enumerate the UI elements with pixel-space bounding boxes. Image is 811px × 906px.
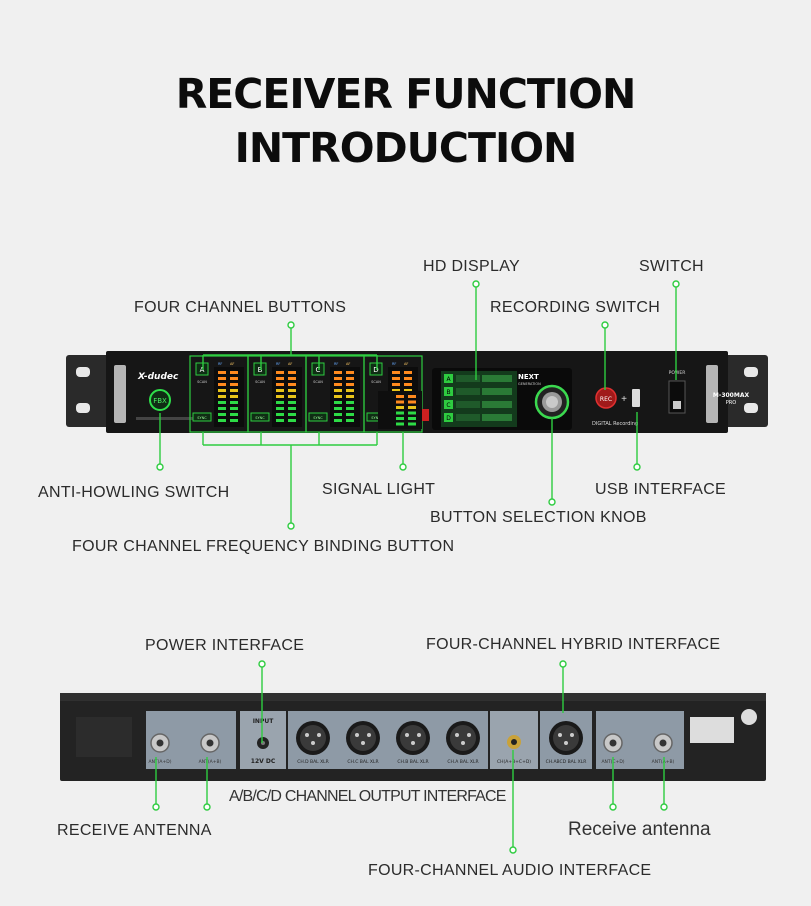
receiver-rear-panel: ANT(A+D) ANT(A+B) INPUT 12V DC CH.D BAL … xyxy=(60,693,766,781)
svg-text:INPUT: INPUT xyxy=(253,718,275,725)
label-switch: SWITCH xyxy=(639,258,704,275)
svg-text:AF: AF xyxy=(404,362,408,366)
small-indicator xyxy=(422,409,429,421)
generation-label: GENERATION xyxy=(518,382,541,386)
label-hd-display: HD DISPLAY xyxy=(423,258,520,275)
rec-button xyxy=(595,387,617,409)
channel-button-d xyxy=(369,362,383,376)
svg-text:SYNC: SYNC xyxy=(371,416,381,420)
label-signal-light: SIGNAL LIGHT xyxy=(322,481,436,498)
svg-text:SYNC: SYNC xyxy=(313,416,323,420)
svg-text:SCAN: SCAN xyxy=(255,380,265,384)
page-title-line1: RECEIVER FUNCTION xyxy=(175,70,637,118)
svg-text:CH.A BAL XLR: CH.A BAL XLR xyxy=(447,759,478,765)
model-sub-label: PRO xyxy=(726,400,736,406)
receiver-front-panel: X-dudec FBX A SCAN SYNC B SCAN SYNC C SCAN SYNC D… xyxy=(66,351,768,433)
left-handle xyxy=(114,365,126,423)
svg-text:RF: RF xyxy=(392,362,396,366)
svg-text:B: B xyxy=(446,389,450,396)
label-output-interface: A/B/C/D CHANNEL OUTPUT INTERFACE xyxy=(229,788,506,805)
right-handle xyxy=(706,365,718,423)
svg-text:ANT(A+B): ANT(A+B) xyxy=(652,759,675,765)
svg-text:CH.ABCD BAL XLR: CH.ABCD BAL XLR xyxy=(546,759,587,765)
caution-label xyxy=(690,717,734,743)
channel-button-b xyxy=(253,362,267,376)
svg-text:C: C xyxy=(446,402,450,409)
svg-text:A: A xyxy=(446,376,451,383)
label-power-interface: POWER INTERFACE xyxy=(145,637,305,654)
label-receive-antenna-right: Receive antenna xyxy=(568,819,711,840)
usb-port xyxy=(632,389,640,407)
svg-text:C: C xyxy=(316,366,321,374)
page-title-line2: INTRODUCTION xyxy=(234,124,578,172)
sync-button-c xyxy=(308,412,328,422)
svg-text:+: + xyxy=(621,394,627,405)
svg-text:D: D xyxy=(446,415,451,422)
next-logo: NEXT xyxy=(518,373,539,381)
svg-text:12V DC: 12V DC xyxy=(251,758,276,765)
channel-button-a xyxy=(195,362,209,376)
svg-text:SCAN: SCAN xyxy=(313,380,323,384)
svg-text:SCAN: SCAN xyxy=(197,380,207,384)
svg-text:RF: RF xyxy=(334,362,338,366)
svg-text:AF: AF xyxy=(230,362,234,366)
svg-text:A: A xyxy=(200,366,205,374)
label-audio-interface: FOUR-CHANNEL AUDIO INTERFACE xyxy=(368,862,652,879)
svg-text:CH.D BAL XLR: CH.D BAL XLR xyxy=(297,759,329,765)
sync-button-b xyxy=(250,412,270,422)
svg-text:CH.C BAL XLR: CH.C BAL XLR xyxy=(347,759,378,765)
svg-text:RF: RF xyxy=(218,362,222,366)
svg-text:SYNC: SYNC xyxy=(255,416,265,420)
svg-text:ANT(A+D): ANT(A+D) xyxy=(148,759,171,765)
sync-button-a xyxy=(192,412,212,422)
label-usb-interface: USB INTERFACE xyxy=(595,481,727,498)
fbx-button xyxy=(149,389,171,411)
recording-label: DIGITAL Recording xyxy=(592,421,638,427)
model-label: M-300MAX xyxy=(713,392,750,399)
svg-text:RF: RF xyxy=(276,362,280,366)
channel-button-c xyxy=(311,362,325,376)
label-receive-antenna-left: RECEIVE ANTENNA xyxy=(57,822,212,839)
svg-text:SYNC: SYNC xyxy=(197,416,207,420)
label-anti-howling: ANTI-HOWLING SWITCH xyxy=(38,484,230,501)
svg-text:D: D xyxy=(373,366,378,374)
fbx-label: FBX xyxy=(153,397,167,405)
rec-label: REC xyxy=(600,396,612,403)
svg-text:AF: AF xyxy=(288,362,292,366)
power-label: POWER xyxy=(669,370,686,376)
label-freq-binding: FOUR CHANNEL FREQUENCY BINDING BUTTON xyxy=(72,538,455,555)
svg-text:B: B xyxy=(258,366,263,374)
svg-text:CH(A+B+C+D): CH(A+B+C+D) xyxy=(497,759,531,765)
svg-text:AF: AF xyxy=(346,362,350,366)
label-knob: BUTTON SELECTION KNOB xyxy=(430,509,647,526)
brand-logo: X-dudec xyxy=(137,372,179,382)
label-four-channel-buttons: FOUR CHANNEL BUTTONS xyxy=(134,299,347,316)
label-recording-switch: RECORDING SWITCH xyxy=(490,299,661,316)
svg-text:CH.B BAL XLR: CH.B BAL XLR xyxy=(397,759,428,765)
rear-screw xyxy=(741,709,757,725)
channel-buttons: A SCAN SYNC B SCAN SYNC C SCAN SYNC D SCAN SYNC xyxy=(192,362,386,422)
label-hybrid-interface: FOUR-CHANNEL HYBRID INTERFACE xyxy=(426,636,721,653)
svg-text:SCAN: SCAN xyxy=(371,380,381,384)
svg-text:ANT(A+B): ANT(A+B) xyxy=(199,759,222,765)
